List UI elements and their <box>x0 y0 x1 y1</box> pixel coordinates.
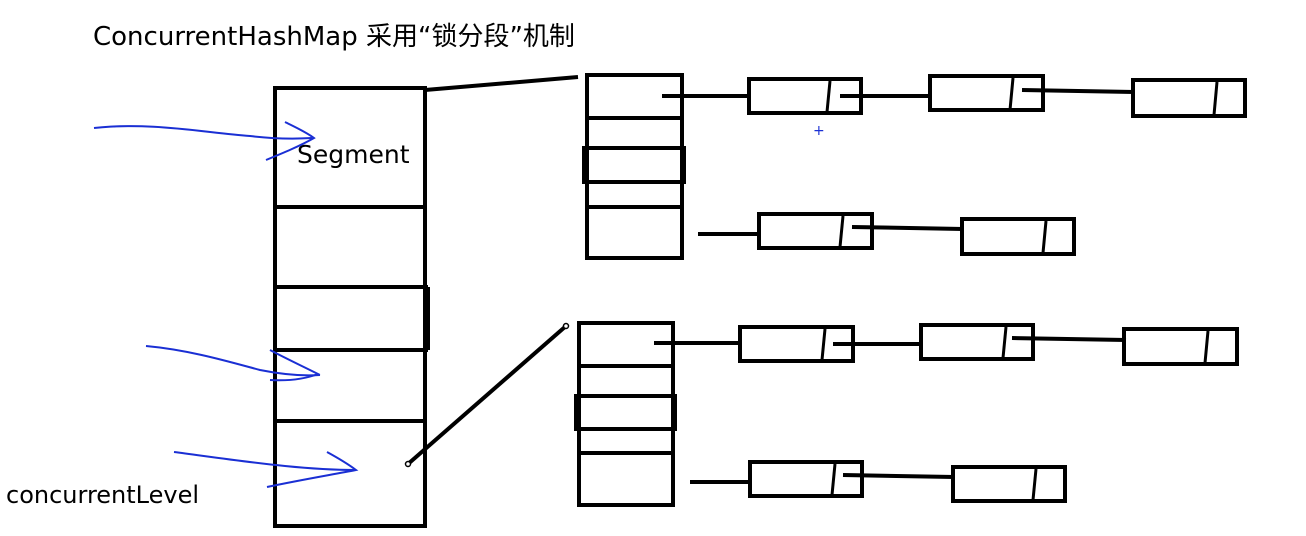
node-pointer-divider <box>1008 77 1015 111</box>
list-node <box>748 460 864 498</box>
hash-table-outline <box>585 73 684 260</box>
node-pointer-divider <box>1203 330 1210 364</box>
connector-endpoint-top <box>562 322 570 330</box>
concurrent-level-label: concurrentLevel <box>6 481 199 509</box>
connector-endpoint-bottom <box>404 460 412 468</box>
node-box <box>960 217 1076 256</box>
thread-arrow-3-icon <box>173 451 359 488</box>
node-box <box>928 74 1045 112</box>
list-node <box>951 465 1067 503</box>
chain-link <box>1021 88 1135 94</box>
connector-upper-segment <box>424 75 579 92</box>
node-box <box>748 460 864 498</box>
chain-link <box>1011 336 1127 342</box>
node-box <box>1122 327 1239 366</box>
node-pointer-divider <box>1001 326 1008 359</box>
list-node <box>1122 327 1239 366</box>
node-pointer-divider <box>830 463 837 496</box>
bucket-highlight <box>582 146 686 184</box>
segment-label: Segment <box>297 140 410 169</box>
node-box <box>757 212 874 250</box>
node-pointer-divider <box>1212 81 1219 116</box>
node-pointer-divider <box>838 215 845 248</box>
bucket-highlight <box>574 394 677 431</box>
list-node <box>928 74 1045 112</box>
segment-array-outline <box>273 86 427 528</box>
node-box <box>1131 78 1247 118</box>
node-pointer-divider <box>820 328 827 361</box>
node-pointer-divider <box>825 80 832 113</box>
hash-table-lower <box>574 321 677 507</box>
node-box <box>919 323 1035 361</box>
segment-array <box>273 86 430 528</box>
connector-lower-segment <box>406 324 568 466</box>
node-pointer-divider <box>1041 220 1048 254</box>
node-pointer-divider <box>1031 468 1038 501</box>
thread-arrow-1-icon <box>93 121 316 161</box>
diagram-title: ConcurrentHashMap 采用“锁分段”机制 <box>93 22 575 52</box>
list-node <box>960 217 1076 256</box>
cursor-crosshair-icon: + <box>813 123 825 139</box>
node-box <box>951 465 1067 503</box>
list-node <box>757 212 874 250</box>
list-node <box>1131 78 1247 118</box>
hash-table-upper <box>582 73 686 260</box>
thread-arrow-2-icon <box>145 345 321 382</box>
list-node <box>919 323 1035 361</box>
hash-table-outline <box>577 321 675 507</box>
chain-link <box>842 473 955 479</box>
chain-link <box>851 225 964 231</box>
